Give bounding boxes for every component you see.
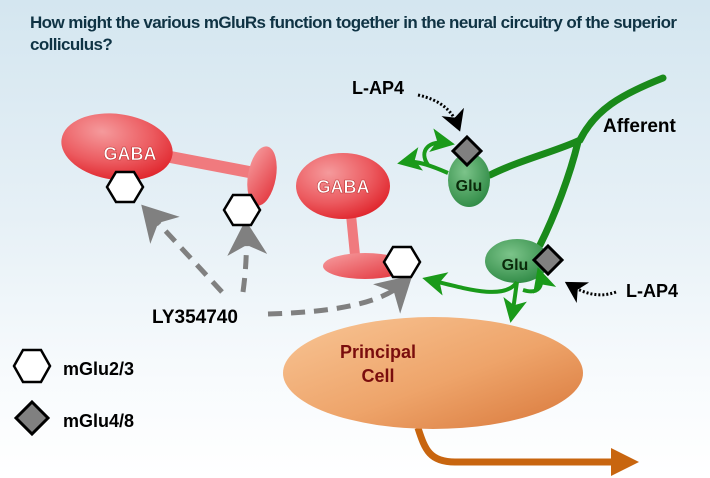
- legend-item-mglu48: mGlu4/8: [13, 399, 134, 437]
- gaba-left-label: GABA: [104, 144, 157, 164]
- glu-terminal-top: Glu: [448, 153, 490, 207]
- hexagon-icon: [12, 348, 52, 384]
- afferent-axon: [486, 74, 667, 249]
- ly354740-label: LY354740: [152, 307, 238, 328]
- mglu48-receptor-top: [450, 134, 484, 168]
- glu-terminal-bottom: Glu: [485, 239, 549, 283]
- mglu48-receptor-bottom: [531, 243, 565, 277]
- legend: mGlu2/3 mGlu4/8: [12, 348, 134, 437]
- glu-top-release-arrows: [397, 128, 455, 175]
- mglu23-receptor-left: [105, 170, 145, 204]
- diamond-icon: [13, 399, 51, 437]
- principal-cell: Principal Cell: [283, 317, 639, 476]
- gaba-center-label: GABA: [317, 177, 370, 197]
- mglu23-receptor-center: [382, 245, 422, 279]
- lap4-right-label: L-AP4: [626, 281, 678, 301]
- glu-bottom-release-arrows: [422, 267, 557, 323]
- principal-label-line1: Principal: [340, 342, 416, 362]
- gaba-terminal-left: [247, 146, 277, 206]
- lap4-arrows: [417, 93, 617, 304]
- output-axon: [414, 426, 639, 476]
- lap4-top-label: L-AP4: [352, 78, 404, 98]
- legend-label-mglu48: mGlu4/8: [63, 411, 134, 431]
- gaba-soma-center: [296, 153, 390, 219]
- ly354740-arrows: [141, 204, 413, 317]
- glu-top-label: Glu: [456, 178, 483, 195]
- gaba-cell-left: GABA: [61, 113, 277, 206]
- principal-label-line2: Cell: [361, 366, 394, 386]
- page-title: How might the various mGluRs function to…: [30, 13, 677, 54]
- legend-label-mglu23: mGlu2/3: [63, 359, 134, 379]
- glu-bottom-label: Glu: [502, 257, 529, 274]
- gaba-soma-left: [61, 113, 173, 181]
- legend-item-mglu23: mGlu2/3: [12, 348, 134, 384]
- afferent-label: Afferent: [603, 116, 677, 137]
- mglu23-receptor-terminal: [222, 193, 262, 227]
